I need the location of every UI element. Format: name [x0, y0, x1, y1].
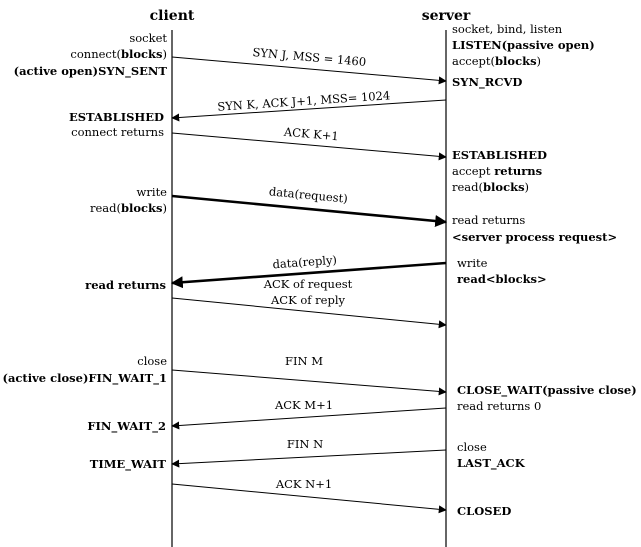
server-listen-label: LISTEN(passive open)	[452, 38, 595, 52]
syn-k-message: SYN K, ACK J+1, MSS= 1024	[217, 88, 391, 113]
syn-j-arrow	[171, 56, 447, 85]
server-established-label: ESTABLISHED	[452, 148, 547, 162]
server-read-blocks-bold-label: read<blocks>	[457, 272, 547, 286]
server-header: server	[422, 8, 471, 24]
data-reply-arrow	[170, 261, 447, 289]
ack-m1-arrow	[171, 407, 447, 430]
ack-k1-message: ACK K+1	[282, 125, 339, 144]
ack-of-request-message: ACK of request	[263, 277, 353, 291]
data-request-message: data(request)	[268, 184, 348, 205]
client-fin-wait-1-label: (active close)FIN_WAIT_1	[3, 371, 167, 386]
client-socket-label: socket	[129, 31, 167, 45]
ack-n1-message: ACK N+1	[275, 477, 332, 491]
server-syn-rcvd-label: SYN_RCVD	[452, 75, 522, 90]
fin-n-message: FIN N	[287, 437, 323, 451]
server-read-returns-label: read returns	[452, 213, 525, 227]
ack-m1-message: ACK M+1	[274, 398, 333, 412]
client-close-label: close	[137, 354, 167, 368]
client-syn-sent-label: (active open)SYN_SENT	[14, 64, 168, 79]
server-closed-label: CLOSED	[457, 504, 511, 518]
data-request-arrow	[171, 194, 448, 227]
client-fin-wait-2-label: FIN_WAIT_2	[87, 419, 166, 434]
client-connect-label: connect(blocks)	[70, 47, 167, 61]
client-header: client	[150, 8, 195, 24]
ack-n1-arrow	[171, 483, 447, 514]
ack-of-reply-arrow	[171, 297, 447, 329]
fin-m-arrow	[171, 369, 447, 396]
client-read-returns-label: read returns	[85, 278, 166, 292]
ack-k1-arrow	[171, 132, 447, 161]
server-close-wait-label: CLOSE_WAIT(passive close)	[457, 383, 637, 398]
client-time-wait-label: TIME_WAIT	[90, 457, 167, 472]
fin-m-message: FIN M	[285, 354, 323, 368]
data-reply-message: data(reply)	[272, 253, 337, 272]
client-established-label: ESTABLISHED	[69, 110, 164, 124]
server-accept-returns-label: accept returns	[452, 164, 542, 178]
fin-n-arrow	[171, 449, 447, 468]
server-accept-blocks-label: accept(blocks)	[452, 54, 541, 68]
client-read-blocks-label: read(blocks)	[90, 201, 167, 215]
client-connect-returns-label: connect returns	[71, 125, 164, 139]
server-read-returns-0-label: read returns 0	[457, 399, 541, 413]
server-write-label: write	[457, 256, 488, 270]
server-process-request-label: <server process request>	[452, 230, 617, 244]
syn-k-arrow	[171, 99, 447, 122]
server-read-blocks-label: read(blocks)	[452, 180, 529, 194]
client-write-label: write	[137, 185, 168, 199]
ack-of-reply-message: ACK of reply	[270, 293, 346, 307]
server-close-label: close	[457, 440, 487, 454]
server-socket-bind-listen-label: socket, bind, listen	[452, 22, 563, 36]
server-last-ack-label: LAST_ACK	[457, 456, 526, 471]
